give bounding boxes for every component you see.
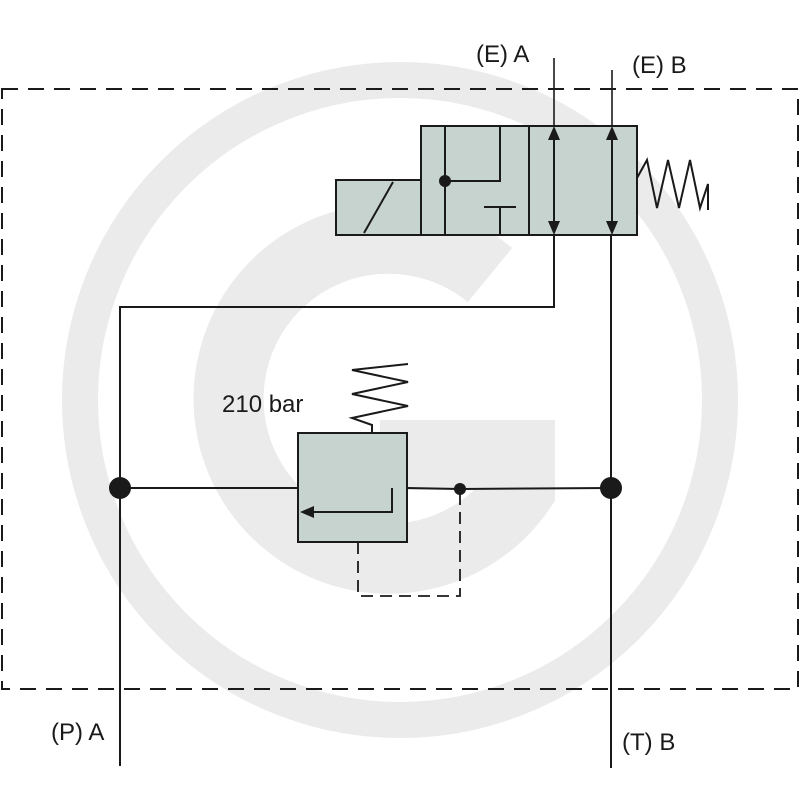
relief-spring — [348, 363, 409, 433]
label-port-e-b: (E) B — [632, 52, 687, 79]
junction-pilot — [454, 483, 466, 495]
relief-pilot-drain — [357, 489, 461, 597]
relief-flow-arrow-line — [310, 488, 393, 513]
valve-flow-path — [445, 126, 501, 182]
line-relief-to-t-b — [406, 487, 612, 491]
solenoid-coil-diagonal — [363, 181, 394, 234]
valve-block-boundary — [1, 88, 799, 690]
watermark-outer-ring — [62, 62, 738, 738]
label-port-p-a: (P) A — [51, 719, 104, 746]
label-port-t-b: (T) B — [622, 729, 675, 756]
valve-arrow-b-top-head — [606, 126, 618, 140]
valve-arrow-a-top-head — [548, 126, 560, 140]
junction-p-a — [109, 477, 131, 499]
pressure-relief-valve — [297, 363, 461, 597]
junction-t-b — [600, 477, 622, 499]
valve-return-spring — [636, 157, 709, 212]
relief-flow-arrow-head — [300, 506, 314, 518]
solenoid-valve — [335, 125, 709, 236]
relief-valve-body — [297, 432, 408, 543]
label-port-e-a: (E) A — [476, 41, 529, 68]
valve-arrow-a-bottom-head — [548, 221, 560, 235]
watermark-logo — [62, 62, 738, 738]
line-valve-to-p-a — [119, 235, 555, 766]
label-relief-pressure: 210 bar — [222, 391, 303, 418]
valve-junction-dot — [439, 175, 451, 187]
valve-arrow-b-bottom-head — [606, 221, 618, 235]
watermark-g-shape — [193, 203, 555, 594]
